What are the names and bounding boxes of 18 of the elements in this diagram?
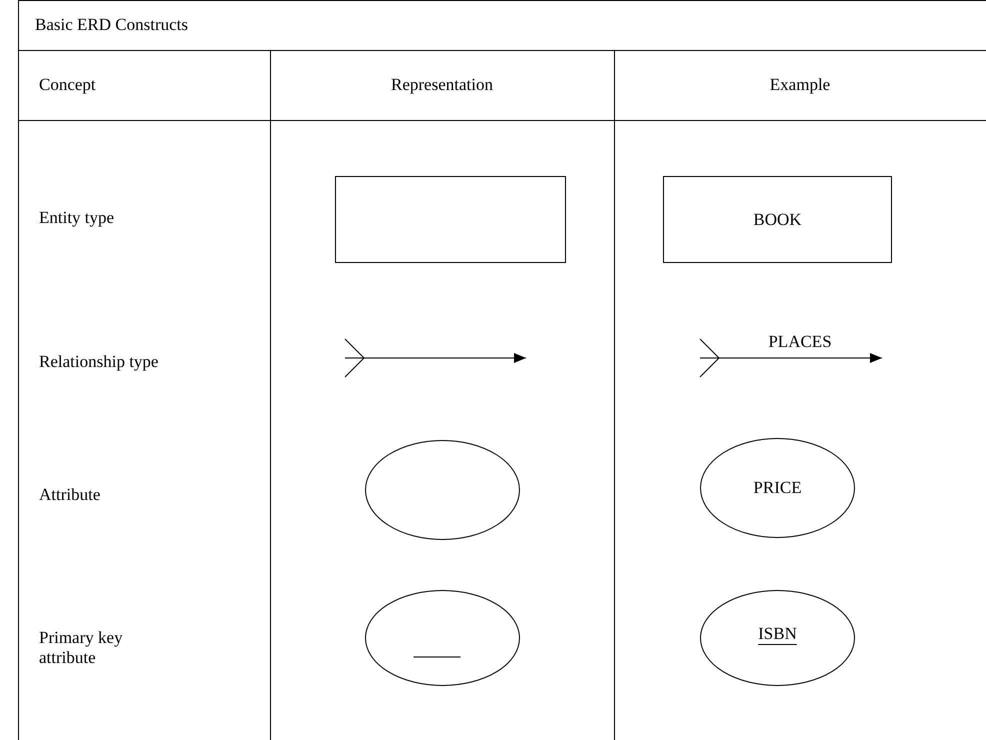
row-label: Relationship type — [39, 352, 158, 372]
shape-label: ISBN — [758, 624, 797, 644]
relationship-name: PLACES — [768, 332, 832, 352]
shape-label: BOOK — [753, 210, 802, 230]
key-attribute-ellipse — [700, 590, 855, 686]
key-attribute-ellipse — [365, 590, 520, 686]
entity-box — [335, 176, 566, 263]
shape-label: PRICE — [753, 478, 802, 498]
entity-box — [663, 176, 892, 263]
column-header: Representation — [391, 75, 493, 95]
row-label: Entity type — [39, 208, 114, 228]
row-label: Primary key attribute — [39, 628, 124, 668]
table-title: Basic ERD Constructs — [35, 15, 188, 35]
column-header: Example — [770, 75, 830, 95]
attribute-ellipse — [700, 438, 855, 538]
row-label: Attribute — [39, 485, 100, 505]
column-header: Concept — [39, 75, 96, 95]
attribute-ellipse — [365, 440, 520, 540]
